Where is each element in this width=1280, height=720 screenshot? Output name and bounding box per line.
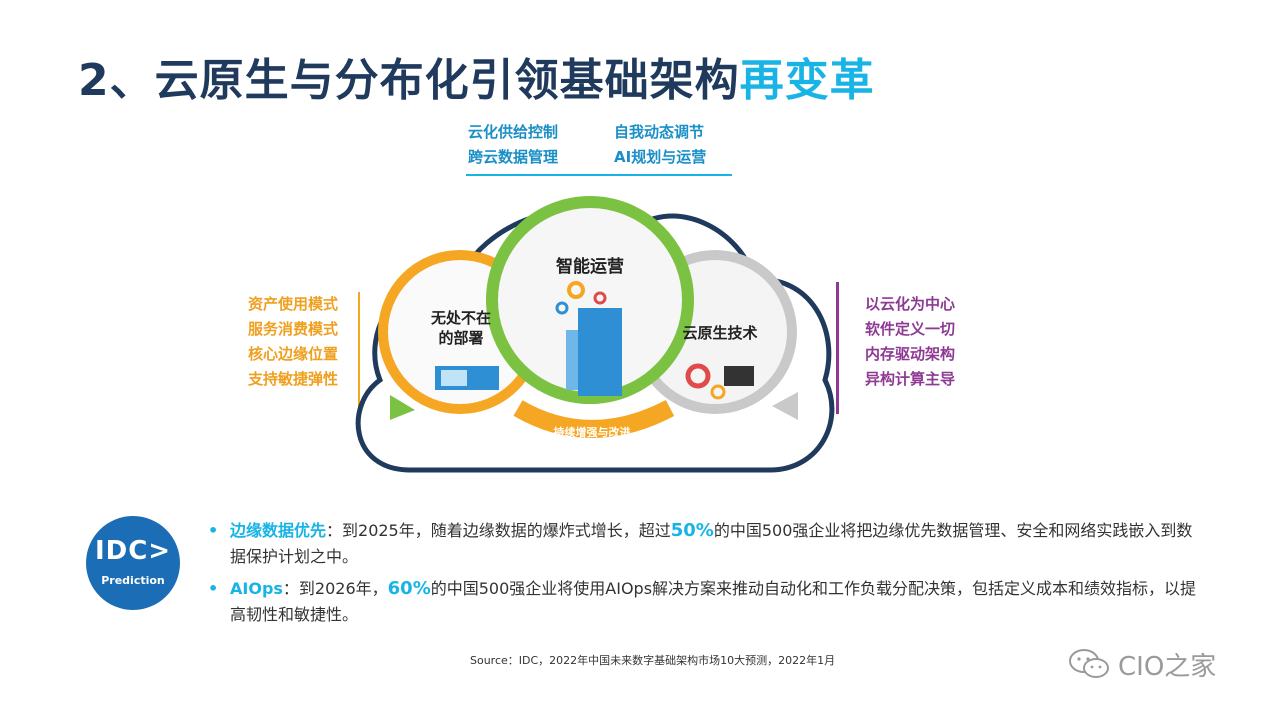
- prediction-list: • 边缘数据优先：到2025年，随着边缘数据的爆炸式增长，超过50%的中国500…: [208, 518, 1208, 634]
- top-labels: 云化供给控制 跨云数据管理 自我动态调节 AI规划与运营: [466, 120, 732, 176]
- prediction-item: • AIOps：到2026年，60%的中国500强企业将使用AIOps解决方案来…: [208, 576, 1208, 628]
- top-labels-col2: 自我动态调节 AI规划与运营: [614, 120, 706, 170]
- green-arrow: [390, 395, 415, 420]
- gear-icon: [567, 281, 585, 299]
- arc-label: 持续增强与改进: [554, 425, 631, 439]
- right-label: 异构计算主导: [865, 370, 956, 388]
- left-label: 核心边缘位置: [247, 345, 338, 363]
- left-label: 资产使用模式: [247, 295, 338, 313]
- gear-icon: [593, 291, 607, 305]
- page-title: 2、云原生与分布化引领基础架构再变革: [78, 44, 875, 108]
- top-labels-col1: 云化供给控制 跨云数据管理: [468, 120, 558, 170]
- watermark-text: CIO之家: [1118, 651, 1217, 682]
- prediction-text: 的中国500强企业将把边缘优先数据管理、安全和网络实践嵌入到数据保护计划之中。: [230, 521, 1193, 566]
- cloud-diagram-svg: 持续增强与改进: [355, 196, 835, 473]
- gear-icon: [685, 363, 711, 389]
- green-ring: [486, 196, 694, 404]
- gear-icon: [555, 301, 569, 315]
- building-side-icon: [566, 330, 578, 390]
- left-circle-line: 的部署: [438, 329, 484, 347]
- prediction-lead: 边缘数据优先: [230, 521, 327, 540]
- right-label: 以云化为中心: [865, 295, 956, 313]
- wechat-icon: [1069, 649, 1109, 678]
- left-label: 支持敏捷弹性: [247, 370, 338, 388]
- prediction-text: ：到2026年，: [282, 579, 388, 598]
- top-label: 自我动态调节: [614, 123, 705, 141]
- device-screen-icon: [441, 370, 467, 386]
- left-label: 服务消费模式: [247, 320, 338, 338]
- cloud-diagram: 持续增强与改进 智能运营 无处不在 的部署 云原生技术: [340, 180, 840, 480]
- prediction-text: 的中国500强企业将使用AIOps解决方案来推动自动化和工作负载分配决策，包括定…: [230, 579, 1197, 624]
- top-label: 跨云数据管理: [468, 148, 559, 166]
- gray-arrow: [772, 392, 798, 420]
- laptop-icon: [724, 366, 754, 386]
- bullet-dot-icon: •: [208, 579, 219, 598]
- top-label: AI规划与运营: [614, 148, 707, 166]
- prediction-text: ：到2025年，随着边缘数据的爆炸式增长，超过: [326, 521, 671, 540]
- watermark: CIO之家: [1068, 646, 1216, 682]
- prediction-lead: AIOps: [230, 579, 283, 598]
- orange-arc: [513, 399, 675, 438]
- gear-icon: [710, 384, 726, 400]
- building-icon: [578, 308, 622, 396]
- right-labels: 以云化为中心 软件定义一切 内存驱动架构 异构计算主导: [836, 282, 1016, 414]
- right-label: 软件定义一切: [865, 320, 956, 338]
- top-label: 云化供给控制: [468, 123, 559, 141]
- right-circle-label: 云原生技术: [682, 324, 758, 342]
- idc-prediction-logo: IDC> Prediction: [86, 516, 180, 610]
- prediction-percent: 50%: [670, 520, 714, 541]
- idc-logo-text: IDC>: [94, 536, 172, 566]
- prediction-item: • 边缘数据优先：到2025年，随着边缘数据的爆炸式增长，超过50%的中国500…: [208, 518, 1208, 570]
- bullet-dot-icon: •: [208, 521, 219, 540]
- prediction-percent: 60%: [387, 578, 431, 599]
- idc-logo-subtext: Prediction: [101, 574, 165, 587]
- center-label: 智能运营: [556, 257, 624, 277]
- title-main: 2、云原生与分布化引领基础架构: [78, 55, 740, 106]
- right-label: 内存驱动架构: [865, 345, 956, 363]
- title-accent: 再变革: [739, 55, 875, 106]
- left-circle-label: 无处不在 的部署: [416, 308, 506, 348]
- left-labels: 资产使用模式 服务消费模式 核心边缘位置 支持敏捷弹性: [200, 292, 360, 412]
- source-note: Source：IDC，2022年中国未来数字基础架构市场10大预测，2022年1…: [470, 654, 836, 667]
- left-circle-line: 无处不在: [430, 309, 491, 327]
